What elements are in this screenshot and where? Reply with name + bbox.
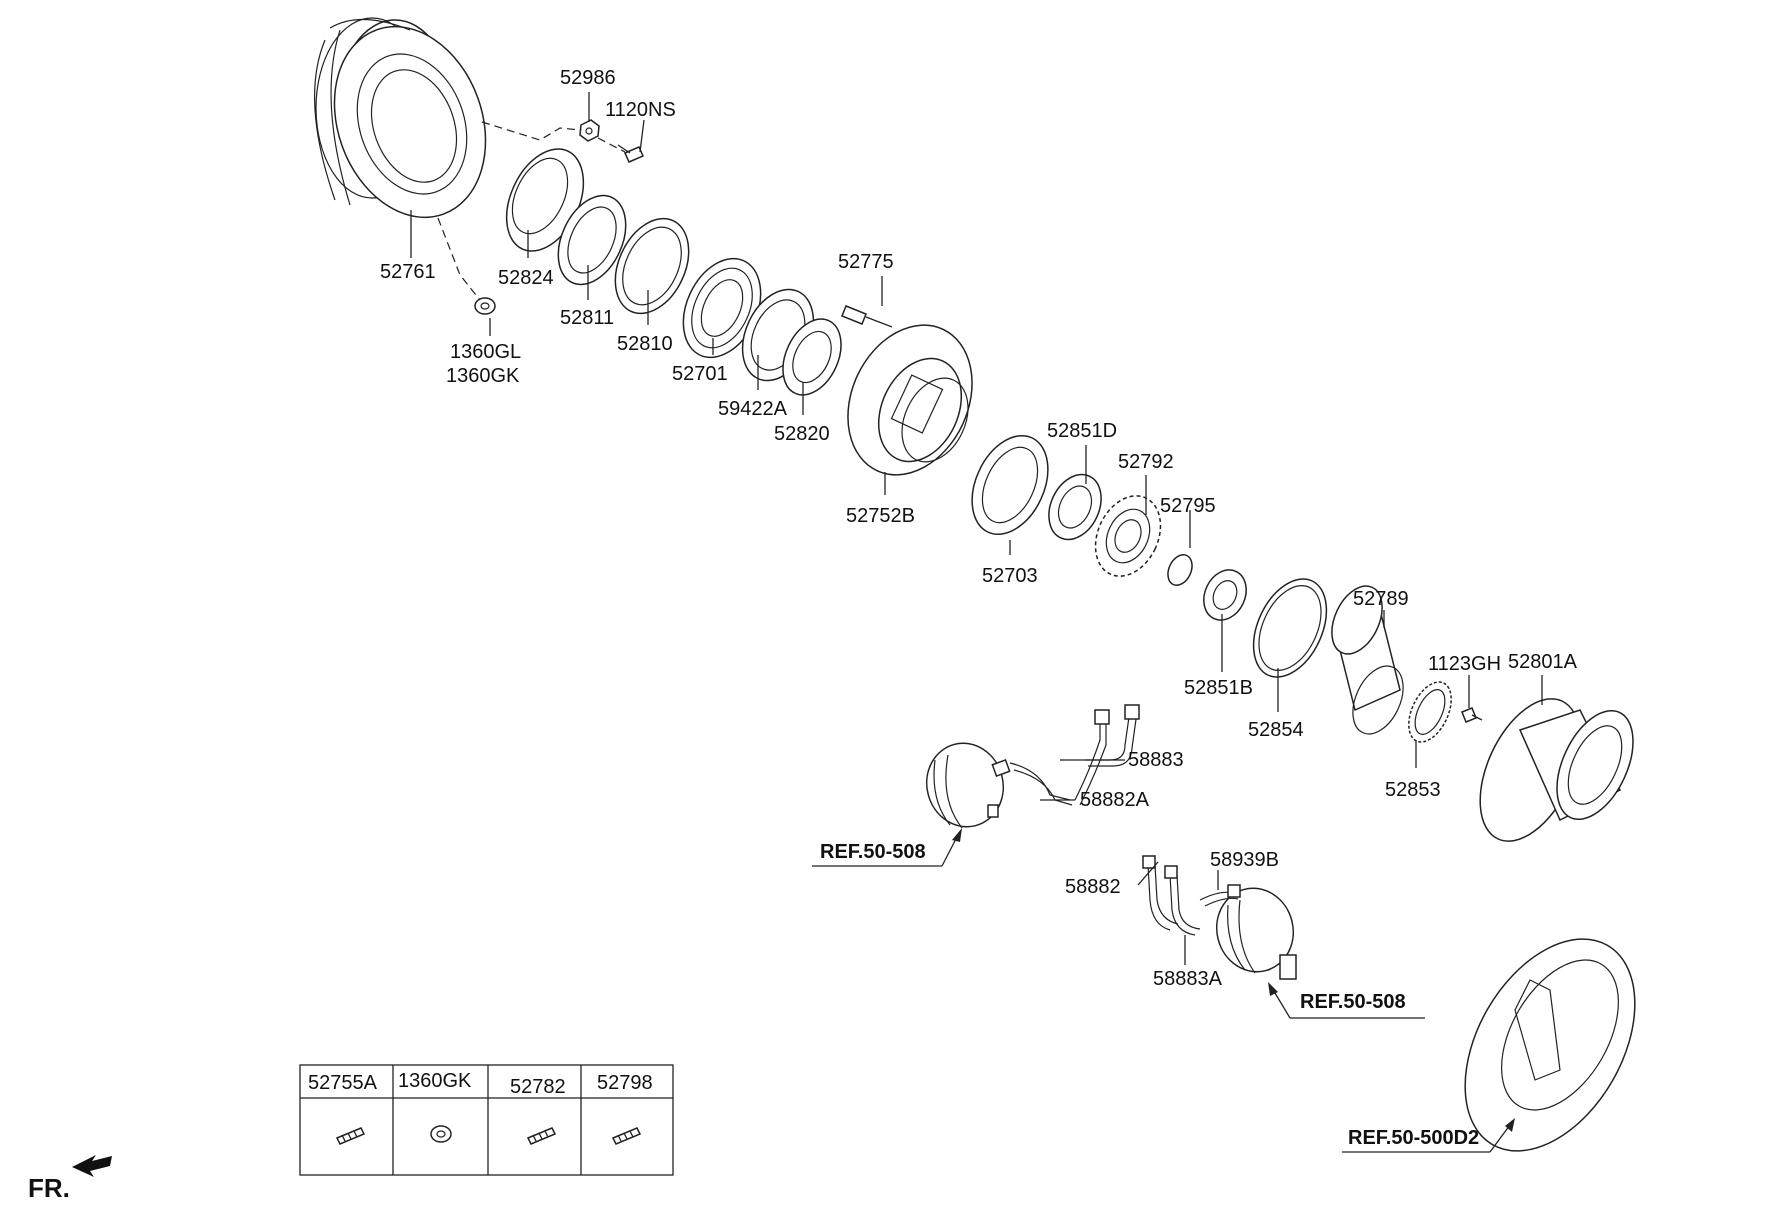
callout-52701: 52701 (672, 363, 728, 385)
brake-chamber-left-part[interactable] (917, 735, 1012, 836)
callout-1360gl: 1360GL (450, 341, 521, 363)
spacer-ring-part[interactable] (1039, 466, 1111, 548)
stud-icon (335, 1127, 366, 1145)
ref-link-left[interactable]: REF.50-508 (820, 841, 926, 863)
legend-header-2: 1360GK (398, 1070, 472, 1092)
callout-52795: 52795 (1160, 495, 1216, 517)
inner-seal-part[interactable] (772, 310, 853, 404)
callout-52820: 52820 (774, 423, 830, 445)
brake-chamber-right-part[interactable] (1207, 880, 1302, 981)
callout-58882: 58882 (1065, 876, 1121, 898)
callout-58939b: 58939B (1210, 849, 1279, 871)
outer-bearing-part[interactable] (668, 246, 775, 370)
callout-52854: 52854 (1248, 719, 1304, 741)
seal-ring-part[interactable] (601, 207, 703, 326)
lock-washer-part[interactable] (1163, 551, 1196, 589)
wheel-nut-part[interactable] (579, 119, 600, 142)
callout-59422a: 59422A (718, 398, 788, 420)
ref-link-right[interactable]: REF.50-508 (1300, 991, 1406, 1013)
legend-header-4: 52798 (597, 1072, 653, 1094)
callout-58883a: 58883A (1153, 968, 1223, 990)
callout-1120ns: 1120NS (605, 99, 676, 121)
retainer-ring-part[interactable] (1239, 567, 1341, 688)
front-arrow-icon (72, 1155, 112, 1177)
callout-52752b: 52752B (846, 505, 915, 527)
ref-link-bottom[interactable]: REF.50-500D2 (1348, 1127, 1479, 1149)
washer-icon (430, 1125, 452, 1143)
legend-header-1: 52755A (308, 1072, 378, 1094)
callout-58883: 58883 (1128, 749, 1184, 771)
oil-seal-part[interactable] (545, 185, 639, 296)
callout-52810: 52810 (617, 333, 673, 355)
stud-icon (526, 1127, 557, 1145)
callout-52851b: 52851B (1184, 677, 1253, 699)
callout-52792: 52792 (1118, 451, 1174, 473)
bolt-part[interactable] (617, 144, 644, 163)
inner-bearing-part[interactable] (957, 424, 1063, 547)
legend-table: 52755A 1360GK 52782 52798 (299, 1064, 674, 1176)
callout-52986: 52986 (560, 67, 616, 89)
callout-52801a: 52801A (1508, 651, 1578, 673)
tone-wheel-part[interactable] (1083, 485, 1173, 586)
callout-52703: 52703 (982, 565, 1038, 587)
callout-52775: 52775 (838, 251, 894, 273)
callout-52761: 52761 (380, 261, 436, 283)
hub-bolt-part[interactable] (841, 305, 893, 328)
brake-drum-part[interactable] (309, 5, 511, 238)
callout-52789: 52789 (1353, 588, 1409, 610)
wheel-hub-part[interactable] (824, 305, 995, 495)
snap-ring-part[interactable] (1400, 675, 1460, 748)
callout-1123gh: 1123GH (1428, 653, 1501, 675)
brake-hose-right-part[interactable] (1142, 855, 1241, 936)
sleeve-part[interactable] (1322, 578, 1413, 742)
stud-icon (611, 1127, 642, 1145)
washer-part[interactable] (474, 297, 496, 315)
front-orientation-label: FR. (28, 1173, 70, 1203)
hub-housing-part[interactable] (1460, 683, 1649, 856)
callout-52824: 52824 (498, 267, 554, 289)
callout-58882a: 58882A (1080, 789, 1150, 811)
housing-bolt-part[interactable] (1461, 707, 1483, 723)
legend-header-3: 52782 (510, 1076, 566, 1098)
callout-52851d: 52851D (1047, 420, 1117, 442)
callout-1360gk: 1360GK (446, 365, 520, 387)
dust-shield-part[interactable] (1430, 909, 1670, 1180)
callout-52853: 52853 (1385, 779, 1441, 801)
lock-nut-part[interactable] (1196, 563, 1254, 627)
callout-52811: 52811 (560, 307, 614, 329)
